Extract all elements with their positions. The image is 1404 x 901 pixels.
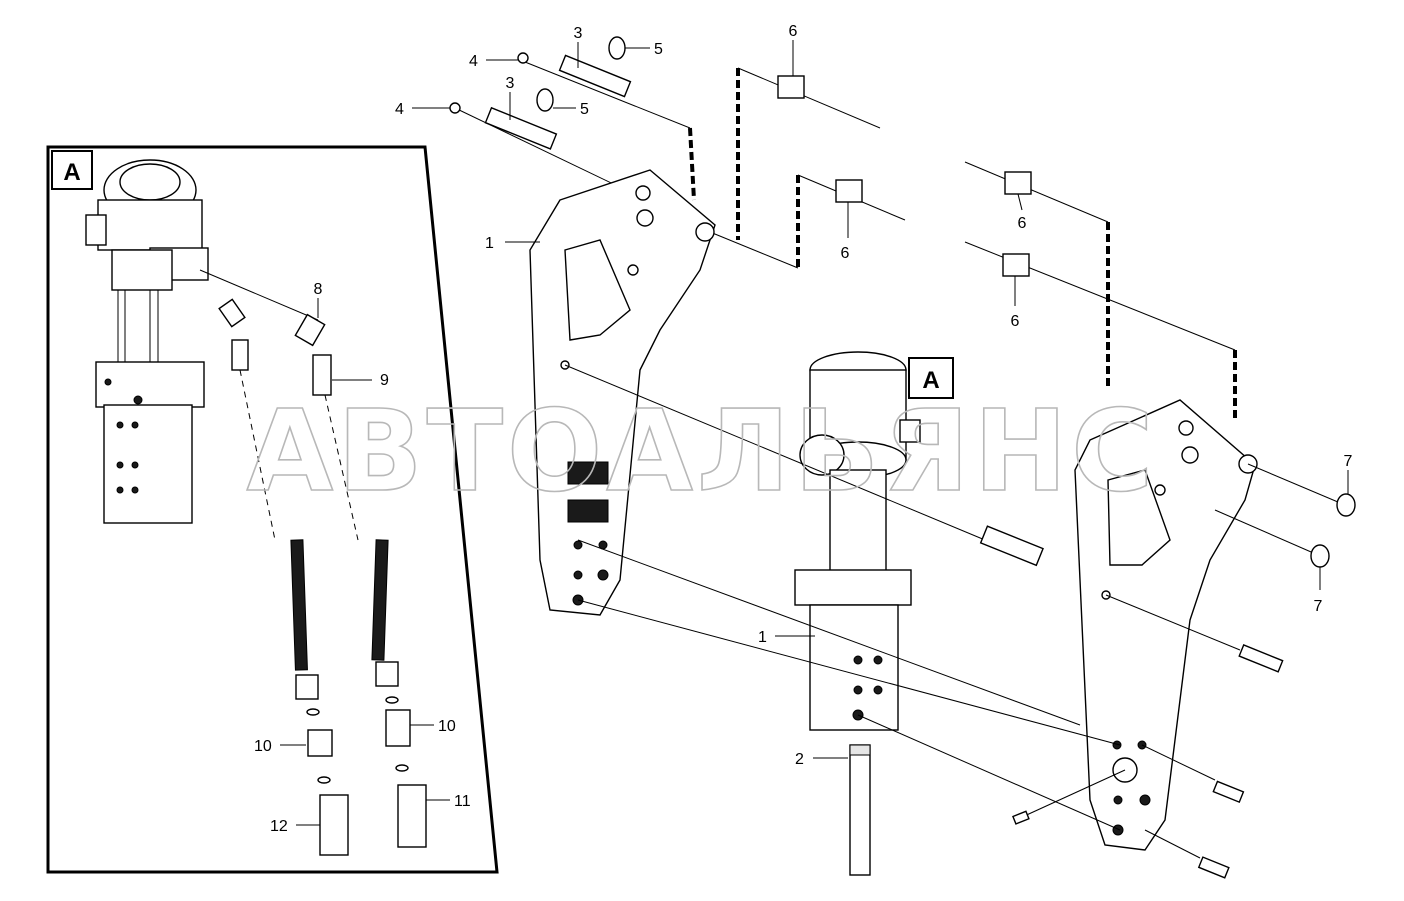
label-part-4-top: 4 <box>469 53 478 70</box>
label-part-3-lower: 3 <box>506 75 515 92</box>
label-part-6-right-top: 6 <box>1018 215 1027 232</box>
upper-pin-set <box>449 36 706 229</box>
label-part-1-center: 1 <box>758 629 767 646</box>
bushing-6-top <box>777 75 805 99</box>
washer-7-bottom <box>1310 544 1330 568</box>
chisel-tool <box>849 744 871 876</box>
bushings <box>777 75 1032 277</box>
detail-frame <box>46 145 499 874</box>
label-part-8: 8 <box>314 281 323 298</box>
watermark-text: АВТОАЛЬЯНС <box>247 387 1158 517</box>
hydraulic-hammer-head <box>85 159 209 524</box>
label-part-7-top: 7 <box>1344 453 1353 470</box>
main-callout-box <box>908 357 954 399</box>
label-part-6-top: 6 <box>789 23 798 40</box>
washer-7-top <box>1336 493 1356 517</box>
label-part-10-right: 10 <box>438 718 456 735</box>
hose-assembly-left <box>199 269 349 856</box>
detail-view-a: A <box>46 145 499 874</box>
label-part-11: 11 <box>454 793 471 810</box>
label-part-5-lower: 5 <box>580 101 589 118</box>
label-part-1-left: 1 <box>485 235 494 252</box>
detail-callout-box <box>51 150 93 190</box>
bushing-6-right-top <box>1004 171 1032 195</box>
label-part-10-left: 10 <box>254 738 272 755</box>
label-part-6-mid: 6 <box>841 245 850 262</box>
label-part-9: 9 <box>380 372 389 389</box>
bushing-6-mid <box>835 179 863 203</box>
label-part-3-top: 3 <box>574 25 583 42</box>
label-part-4-lower: 4 <box>395 101 404 118</box>
dashed-alignment-paths <box>688 67 1237 510</box>
main-callout-label: A <box>922 367 939 394</box>
left-side-plate <box>529 169 716 616</box>
detail-callout-label: A <box>63 159 80 186</box>
label-part-5-top: 5 <box>654 41 663 58</box>
label-part-7-bottom: 7 <box>1314 598 1323 615</box>
label-part-2: 2 <box>795 751 804 768</box>
fasteners <box>564 364 1356 879</box>
label-part-12: 12 <box>270 818 288 835</box>
label-part-6-right-bottom: 6 <box>1011 313 1020 330</box>
bushing-6-right-bottom <box>1002 253 1030 277</box>
right-side-plate <box>1074 399 1258 851</box>
hose-assembly-right <box>294 313 427 848</box>
leader-6-right-top <box>1017 193 1023 211</box>
